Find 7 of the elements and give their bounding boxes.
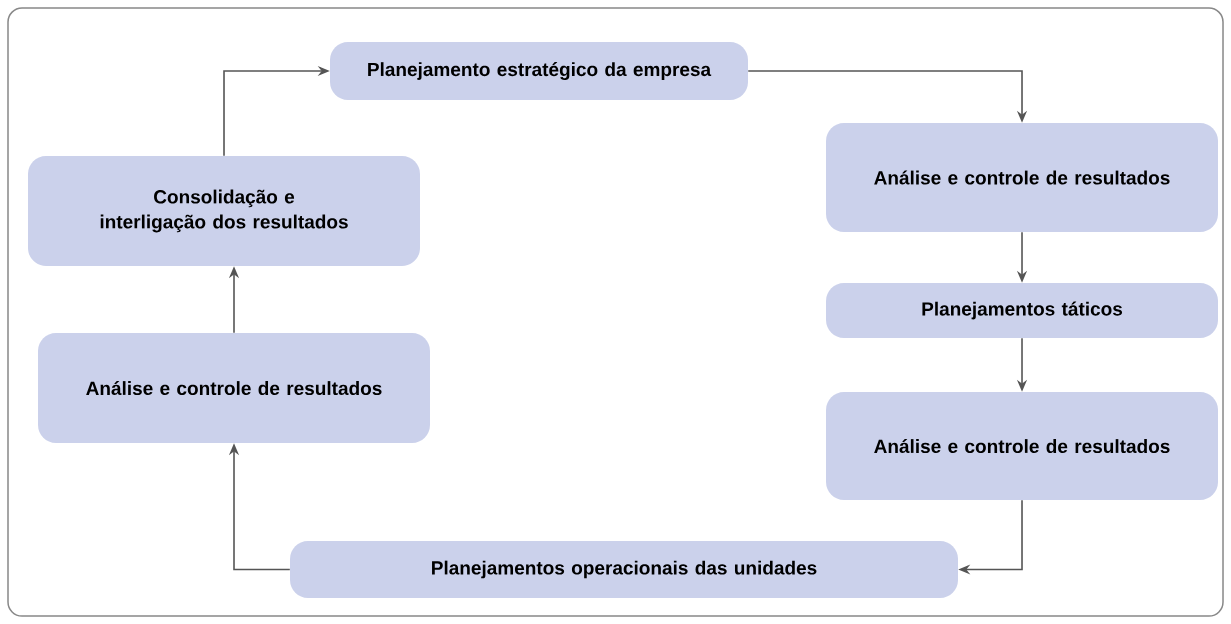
process-box: Análise e controle de resultados <box>826 123 1218 232</box>
process-box: Planejamento estratégico da empresa <box>330 42 748 100</box>
process-box: Planejamentos táticos <box>826 283 1218 338</box>
process-box: Análise e controle de resultados <box>826 392 1218 500</box>
process-box: Análise e controle de resultados <box>38 333 430 443</box>
process-box: Planejamentos operacionais das unidades <box>290 541 958 598</box>
process-box: Consolidação e interligação dos resultados <box>28 156 420 266</box>
